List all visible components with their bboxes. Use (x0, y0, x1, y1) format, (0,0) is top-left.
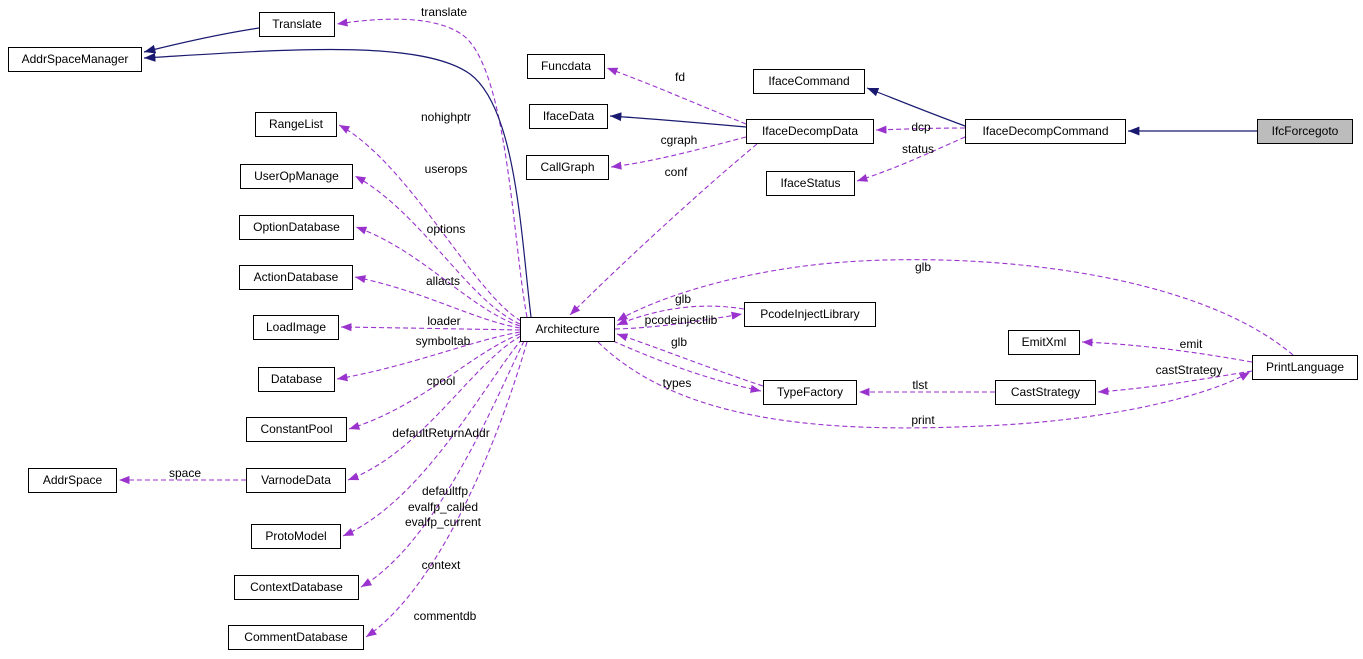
edge-label-glb-typefactory: glb (671, 335, 687, 349)
node-architecture[interactable]: Architecture (520, 317, 615, 342)
edge-label-evalfp-current: evalfp_current (405, 515, 482, 529)
edge-architecture-varnodedata (347, 335, 522, 481)
edge-architecture-protomodel (342, 338, 523, 537)
node-caststrategy[interactable]: CastStrategy (995, 380, 1096, 405)
edge-label-dcp: dcp (911, 120, 931, 134)
node-callgraph[interactable]: CallGraph (526, 155, 609, 180)
edge-pcodeinjectlibrary-architecture (616, 305, 745, 326)
edge-ifacedecompdata-funcdata (606, 67, 747, 125)
edge-architecture-useropmanage (354, 175, 521, 325)
node-varnodedata[interactable]: VarnodeData (246, 468, 346, 493)
node-actiondatabase[interactable]: ActionDatabase (239, 265, 353, 290)
edge-label-types: types (663, 376, 692, 390)
edge-label-emit: emit (1180, 337, 1203, 351)
edge-label-tlst: tlst (912, 378, 928, 392)
edge-label-cgraph: cgraph (661, 133, 698, 147)
node-ifacedecompdata[interactable]: IfaceDecompData (746, 119, 874, 144)
node-constantpool[interactable]: ConstantPool (246, 417, 347, 442)
edge-ifacedecompdata-ifacedata (609, 112, 747, 128)
edge-architecture-actiondatabase (354, 275, 521, 329)
edge-label-commentdb: commentdb (414, 609, 477, 623)
edge-label-glb-printlanguage: glb (915, 260, 931, 274)
edge-architecture-contextdatabase (360, 340, 525, 588)
edge-label-evalfp-called: evalfp_called (408, 500, 478, 514)
edge-label-space: space (169, 466, 201, 480)
edge-architecture-addrspacemanager (143, 48, 532, 318)
node-useropmanage[interactable]: UserOpManage (240, 164, 353, 189)
node-ifacestatus[interactable]: IfaceStatus (766, 171, 855, 196)
node-pcodeinjectlibrary[interactable]: PcodeInjectLibrary (744, 302, 876, 327)
node-funcdata[interactable]: Funcdata (527, 54, 605, 79)
edge-architecture-commentdatabase (365, 341, 528, 638)
edge-ifacedecompcommand-ifacedecompdata (875, 125, 966, 134)
edge-label-loader: loader (427, 314, 460, 328)
edge-label-allacts: allacts (426, 274, 460, 288)
edge-ifacedecompcommand-ifacecommand (866, 87, 966, 127)
node-optiondatabase[interactable]: OptionDatabase (239, 215, 354, 240)
edge-label-caststrategy: castStrategy (1156, 363, 1223, 377)
node-protomodel[interactable]: ProtoModel (251, 524, 341, 549)
edge-architecture-database (336, 331, 521, 382)
node-ifcforcegoto: IfcForcegoto (1257, 119, 1353, 144)
node-printlanguage[interactable]: PrintLanguage (1252, 355, 1358, 380)
node-database[interactable]: Database (258, 367, 335, 392)
node-loadimage[interactable]: LoadImage (253, 315, 339, 340)
edge-ifacedecompdata-architecture (569, 143, 758, 316)
edge-label-nohighptr: nohighptr (421, 110, 471, 124)
node-translate[interactable]: Translate (259, 12, 335, 37)
edge-typefactory-architecture (616, 333, 764, 387)
node-ifacedecompcommand[interactable]: IfaceDecompCommand (965, 119, 1126, 144)
edge-label-pcodeinjectlib: pcodeinjectlib (645, 313, 718, 327)
edge-architecture-optiondatabase (355, 226, 521, 327)
edge-label-conf: conf (665, 165, 688, 179)
edge-architecture-loadimage (340, 323, 521, 332)
edge-label-userops: userops (425, 162, 468, 176)
node-ifacecommand[interactable]: IfaceCommand (753, 69, 865, 94)
node-addrspacemanager[interactable]: AddrSpaceManager (8, 47, 142, 72)
edge-architecture-printlanguage (597, 341, 1251, 429)
edge-translate-addrspacemanager (143, 27, 260, 54)
node-ifacedata[interactable]: IfaceData (529, 104, 608, 129)
edge-label-context: context (422, 558, 461, 572)
edge-ifacedecompcommand-ifacestatus (856, 136, 966, 182)
node-commentdatabase[interactable]: CommentDatabase (228, 625, 364, 650)
edge-label-options: options (427, 222, 466, 236)
edge-label-symboltab: symboltab (416, 334, 471, 348)
edge-label-defaultreturnaddr: defaultReturnAddr (392, 426, 489, 440)
edge-label-fd: fd (675, 70, 685, 84)
edge-printlanguage-emitxml (1081, 338, 1253, 363)
node-emitxml[interactable]: EmitXml (1008, 330, 1080, 355)
edge-label-print: print (911, 413, 935, 427)
edge-architecture-translate (336, 18, 528, 318)
node-addrspace[interactable]: AddrSpace (28, 468, 117, 493)
edge-architecture-constantpool (348, 333, 521, 430)
edge-label-defaultfp: defaultfp (422, 484, 468, 498)
edge-architecture-typefactory (612, 340, 762, 393)
node-contextdatabase[interactable]: ContextDatabase (234, 575, 359, 600)
edge-printlanguage-caststrategy (1097, 370, 1253, 396)
edge-architecture-pcodeinjectlibrary (614, 311, 743, 330)
edge-printlanguage-architecture (616, 259, 1294, 356)
edge-ifacedecompdata-callgraph (610, 136, 747, 170)
edge-label-status: status (902, 142, 934, 156)
edge-label-cpool: cpool (427, 374, 456, 388)
edge-architecture-rangelist (338, 124, 522, 322)
node-rangelist[interactable]: RangeList (255, 112, 337, 137)
edge-label-glb-pcodeinject: glb (675, 292, 691, 306)
edge-label-translate: translate (421, 5, 467, 19)
node-typefactory[interactable]: TypeFactory (763, 380, 857, 405)
